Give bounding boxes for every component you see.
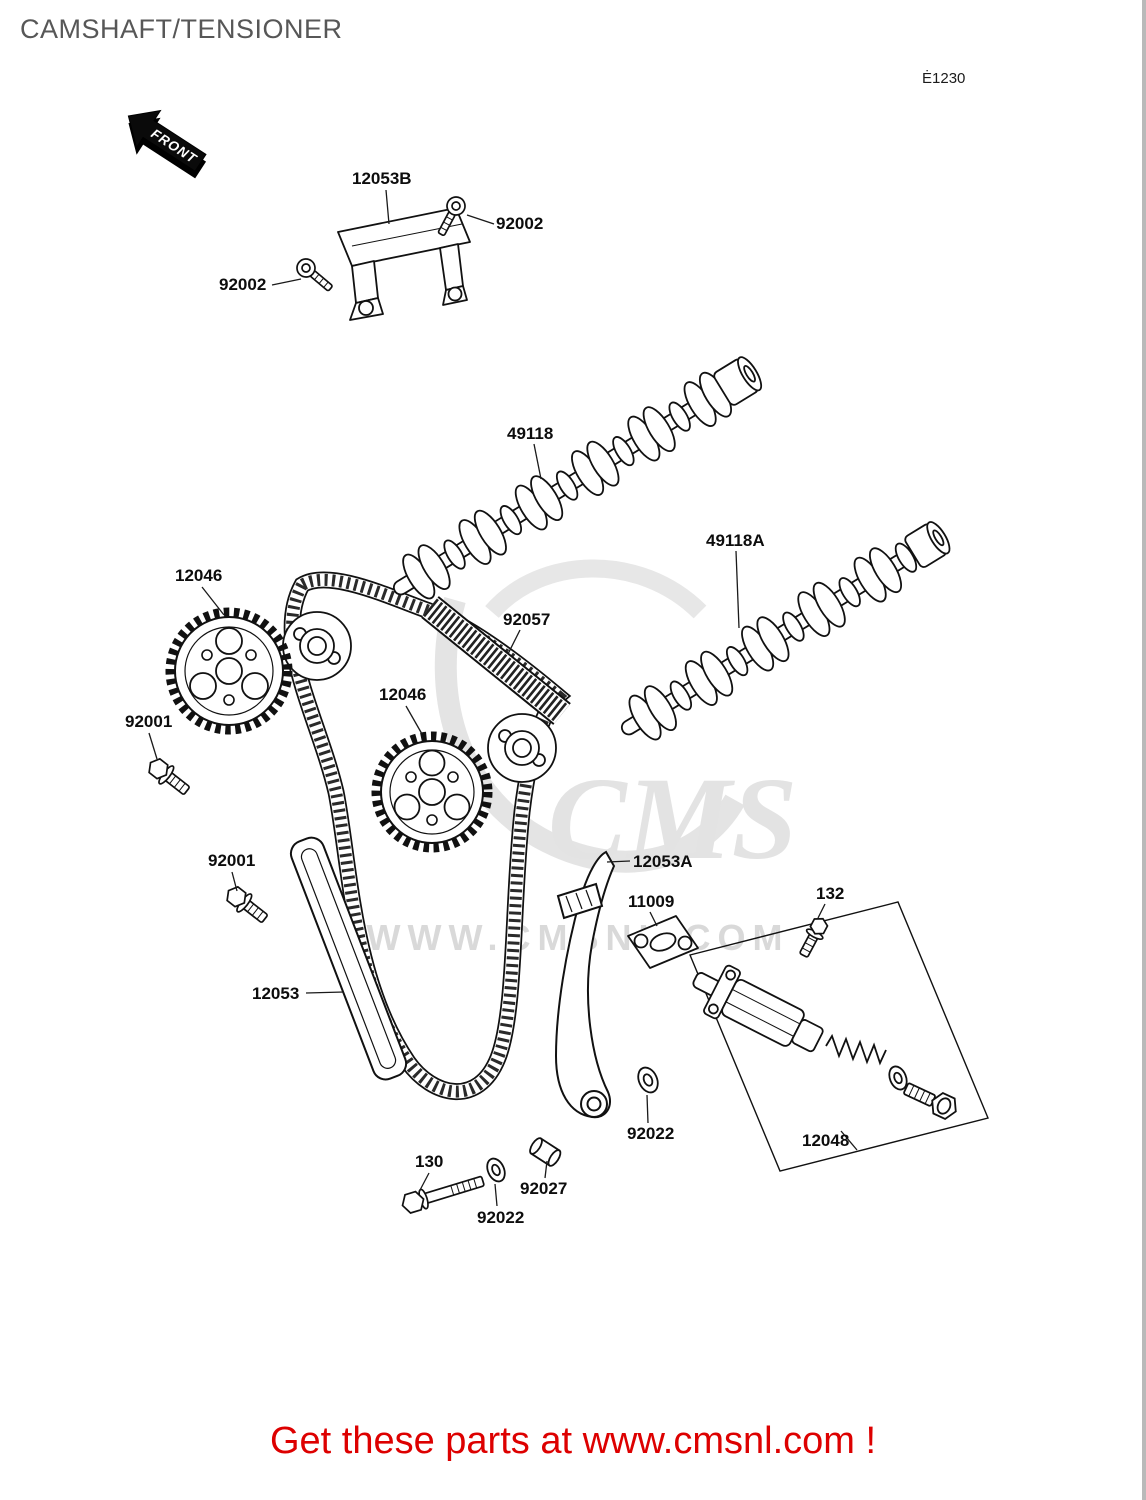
leader-line-92002 <box>466 214 495 225</box>
part-label-92001: 92001 <box>208 851 256 870</box>
part-label-12053: 12053 <box>252 984 300 1003</box>
sprocket-bolt-rear <box>226 885 268 923</box>
part-label-92002: 92002 <box>219 275 267 294</box>
tensioner-spring <box>825 1033 887 1066</box>
cam-sprocket-rear <box>371 731 493 853</box>
washer-lower <box>486 1157 506 1183</box>
leader-line-92022 <box>494 1183 498 1207</box>
part-label-49118: 49118 <box>507 424 554 443</box>
leader-line-12053B <box>385 189 390 225</box>
page-title: CAMSHAFT/TENSIONER <box>20 14 343 44</box>
leader-line-11009 <box>649 911 658 927</box>
part-label-12053B: 12053B <box>352 169 412 188</box>
leader-line-12053 <box>305 991 345 994</box>
tensioner-washer <box>888 1065 908 1091</box>
leader-line-92027 <box>544 1160 548 1179</box>
leader-line-92002 <box>271 278 302 286</box>
camshaft-intake <box>620 521 951 741</box>
part-label-12046: 12046 <box>379 685 427 704</box>
leader-line-49118A <box>735 550 740 629</box>
cam-hub-rear <box>487 713 557 783</box>
part-label-92022: 92022 <box>627 1124 675 1143</box>
leader-line-12053A <box>606 860 631 863</box>
leader-line-130 <box>418 1172 430 1193</box>
tensioner-body <box>692 964 824 1053</box>
upper-chain-guide-bracket <box>337 207 471 321</box>
diagram-ref-code: Ė1230 <box>922 70 966 87</box>
tensioner-mount-bolt <box>799 917 829 958</box>
part-label-92022: 92022 <box>477 1208 525 1227</box>
leader-line-12048 <box>840 1130 858 1151</box>
part-label-11009: 11009 <box>628 892 675 911</box>
washer-upper <box>637 1066 659 1094</box>
leader-line-12046 <box>405 705 423 735</box>
page-edge-strip <box>1142 0 1146 1500</box>
leader-line-132 <box>817 903 826 919</box>
front-arrow-shape <box>127 109 207 172</box>
part-label-92027: 92027 <box>520 1179 568 1198</box>
bracket-screw-left <box>296 258 333 292</box>
leader-line-49118 <box>533 443 542 480</box>
cam-sprocket-front <box>165 607 293 735</box>
part-label-12046: 12046 <box>175 566 223 585</box>
part-label-12048: 12048 <box>802 1131 850 1150</box>
part-label-12053A: 12053A <box>633 852 693 871</box>
leader-line-92001 <box>148 732 158 760</box>
leader-lines <box>148 189 858 1207</box>
leader-line-92057 <box>507 629 521 655</box>
part-label-92001: 92001 <box>125 712 173 731</box>
part-label-92057: 92057 <box>503 610 551 629</box>
part-label-130: 130 <box>415 1152 444 1171</box>
leader-line-92001 <box>231 871 238 892</box>
chain-guide-front <box>289 836 408 1081</box>
camshaft-exhaust <box>392 356 763 600</box>
tensioner-assembly-box <box>689 901 989 1172</box>
sprocket-bolt-front <box>148 757 190 795</box>
spacer-collar <box>529 1137 562 1167</box>
chain-guide-rear <box>554 850 616 1119</box>
part-label-92002: 92002 <box>496 214 544 233</box>
tensioner-cap-bolt <box>903 1082 957 1121</box>
tensioner-gasket <box>627 915 699 969</box>
cam-hub-front <box>282 611 352 681</box>
footer-promo-text: Get these parts at www.cmsnl.com ! <box>269 1420 877 1462</box>
watermark-brand-text: CMS <box>548 753 797 884</box>
leader-line-92022 <box>646 1094 649 1124</box>
part-label-132: 132 <box>816 884 845 903</box>
leader-line-12046 <box>201 586 225 616</box>
guide-pivot-bolt <box>401 1175 485 1214</box>
part-label-49118A: 49118A <box>706 531 765 550</box>
bracket-screw-right <box>437 196 466 237</box>
